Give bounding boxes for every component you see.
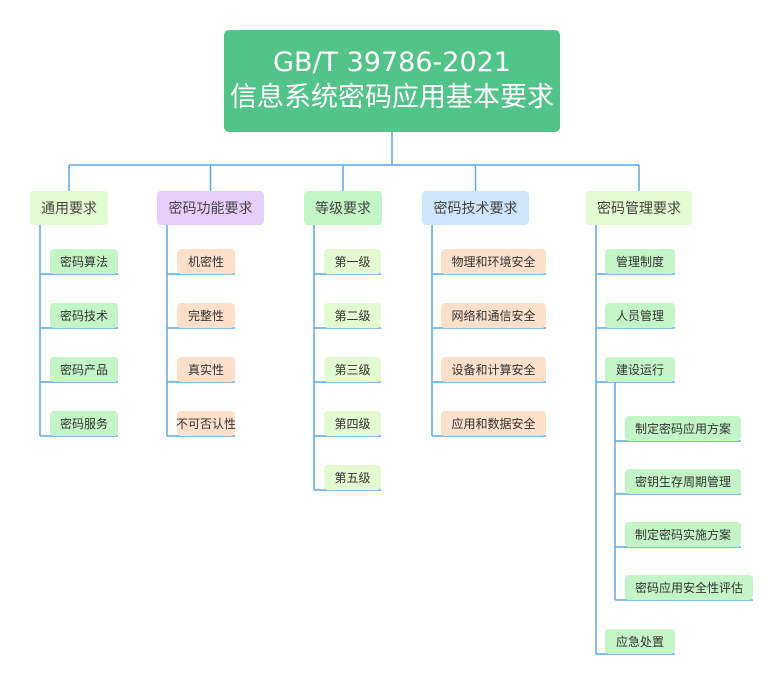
item-node-1-0[interactable]: 机密性 (177, 249, 235, 274)
item-node-4-2[interactable]: 建设运行 (605, 357, 675, 382)
item-node-0-1[interactable]: 密码技术 (50, 303, 118, 328)
root-title-code: GB/T 39786-2021 (273, 47, 511, 78)
item-node-4-0[interactable]: 管理制度 (605, 249, 675, 274)
item-node-0-0[interactable]: 密码算法 (50, 249, 118, 274)
item-node-3-2[interactable]: 设备和计算安全 (441, 357, 546, 382)
item-node-0-3[interactable]: 密码服务 (50, 411, 118, 436)
category-node-4[interactable]: 密码管理要求 (586, 191, 692, 225)
item-node-1-3[interactable]: 不可否认性 (176, 411, 236, 436)
item-node-2-0[interactable]: 第一级 (324, 249, 381, 274)
item-node-2-2[interactable]: 第三级 (324, 357, 381, 382)
root-node[interactable]: GB/T 39786-2021 信息系统密码应用基本要求 (224, 30, 560, 132)
item-node-1-2[interactable]: 真实性 (177, 357, 235, 382)
item-node-3-3[interactable]: 应用和数据安全 (441, 411, 546, 436)
subitem-node-2[interactable]: 制定密码实施方案 (625, 522, 741, 547)
item-node-3-0[interactable]: 物理和环境安全 (441, 249, 546, 274)
item-node-1-1[interactable]: 完整性 (177, 303, 235, 328)
item-node-2-4[interactable]: 第五级 (324, 465, 381, 490)
category-node-1[interactable]: 密码功能要求 (157, 191, 264, 225)
category-node-2[interactable]: 等级要求 (304, 191, 382, 225)
item-node-4-1[interactable]: 人员管理 (605, 303, 675, 328)
category-node-3[interactable]: 密码技术要求 (422, 191, 529, 225)
category-node-0[interactable]: 通用要求 (30, 191, 108, 225)
item-node-0-2[interactable]: 密码产品 (50, 357, 118, 382)
root-title-name: 信息系统密码应用基本要求 (230, 82, 554, 113)
subitem-node-3[interactable]: 密码应用安全性评估 (625, 575, 753, 600)
item-node-2-3[interactable]: 第四级 (324, 411, 381, 436)
subitem-node-1[interactable]: 密钥生存周期管理 (625, 469, 741, 494)
item-node-3-1[interactable]: 网络和通信安全 (441, 303, 546, 328)
item-node-2-1[interactable]: 第二级 (324, 303, 381, 328)
subitem-node-0[interactable]: 制定密码应用方案 (625, 416, 741, 441)
item-node-4-3[interactable]: 应急处置 (605, 629, 675, 654)
